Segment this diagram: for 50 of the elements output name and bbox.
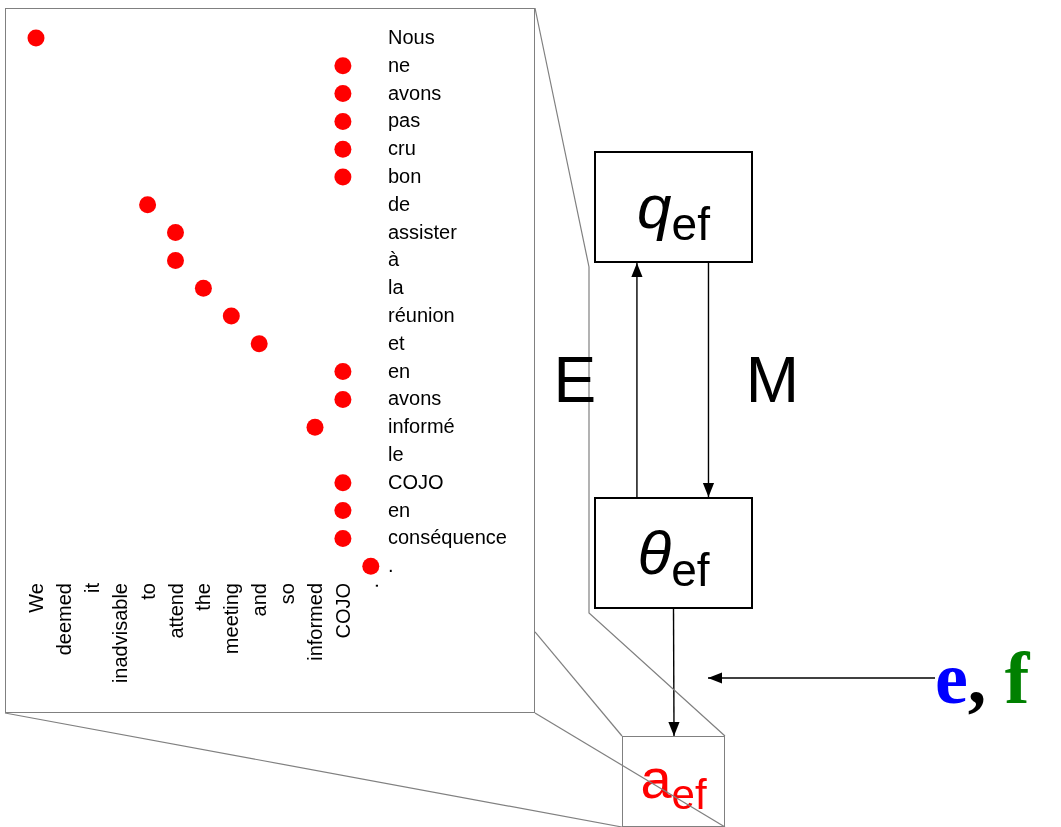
word-label: réunion bbox=[388, 305, 455, 325]
word-label: cru bbox=[388, 138, 416, 159]
word-label: ne bbox=[388, 54, 411, 75]
zoom-line bbox=[534, 712, 726, 827]
word-label: le bbox=[388, 444, 404, 464]
word-label: la bbox=[388, 277, 404, 298]
word-label: pas bbox=[388, 110, 421, 131]
zoom-line bbox=[534, 631, 623, 737]
word-label: avons bbox=[388, 82, 442, 103]
word-label: conséquence bbox=[388, 527, 507, 548]
word-label: informed bbox=[305, 583, 325, 661]
variable-box bbox=[594, 497, 753, 609]
word-label: attend bbox=[165, 583, 186, 639]
word-label: . bbox=[388, 555, 394, 576]
word-label: the bbox=[193, 583, 214, 611]
arrow bbox=[631, 262, 643, 498]
zoom-line bbox=[534, 7, 726, 737]
alignment-box bbox=[622, 736, 725, 827]
word-label: avons bbox=[388, 388, 442, 409]
zoom-panel bbox=[5, 8, 535, 713]
word-label: bon bbox=[388, 166, 422, 186]
word-label: We bbox=[26, 583, 46, 613]
word-label: en bbox=[388, 499, 411, 520]
word-label: deemed bbox=[53, 583, 74, 656]
data-label: e, f bbox=[935, 641, 1030, 715]
word-label: COJO bbox=[332, 583, 353, 639]
word-label: it bbox=[81, 583, 102, 593]
word-label: informé bbox=[388, 416, 455, 437]
word-label: à bbox=[388, 249, 400, 270]
word-label: en bbox=[388, 360, 411, 381]
word-label: to bbox=[137, 583, 158, 600]
word-label: Nous bbox=[388, 27, 435, 47]
variable-label: a$_{ef}$ bbox=[640, 751, 707, 807]
word-label: so bbox=[277, 583, 298, 605]
edge-label: M bbox=[745, 348, 800, 412]
word-label: de bbox=[388, 193, 411, 214]
variable-box bbox=[594, 151, 753, 263]
arrow bbox=[668, 608, 680, 737]
word-label: COJO bbox=[388, 471, 444, 492]
word-label: meeting bbox=[221, 583, 242, 655]
arrow bbox=[702, 262, 715, 498]
edge-label: E bbox=[553, 348, 597, 412]
zoom-line bbox=[4, 712, 623, 827]
word-label: and bbox=[249, 583, 270, 617]
variable-label: θ$_{ef}$ bbox=[637, 522, 710, 584]
word-label: assister bbox=[388, 221, 457, 242]
word-label: et bbox=[388, 332, 405, 353]
word-label: . bbox=[360, 583, 381, 589]
arrow bbox=[707, 672, 936, 684]
word-label: inadvisable bbox=[109, 583, 130, 684]
